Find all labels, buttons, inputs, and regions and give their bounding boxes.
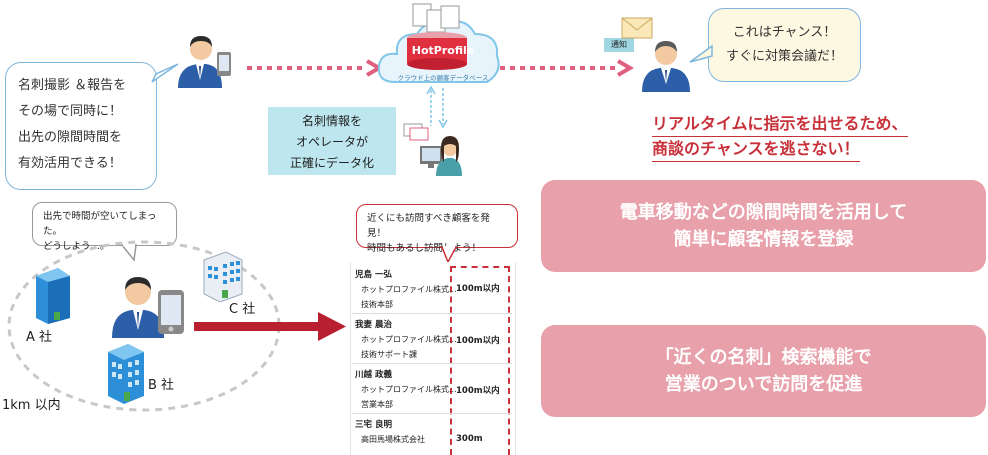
feature-box-nearby-search: 「近くの名刺」検索機能で 営業のついで訪問を促進 bbox=[541, 325, 986, 417]
operator-line-1: 名刺情報を bbox=[301, 114, 362, 128]
list-item[interactable]: 児島 一弘 ホットプロファイル株式... 技術本部 bbox=[355, 268, 505, 310]
salesman-with-phone-icon bbox=[178, 36, 231, 88]
operator-info-box: 名刺情報を オペレータが 正確にデータ化 bbox=[268, 107, 396, 175]
notify-label: 通知 bbox=[604, 38, 634, 52]
contact-company: ホットプロファイル株式... bbox=[361, 285, 457, 294]
contact-name: 三宅 良明 bbox=[355, 420, 392, 430]
realtime-line-1: リアルタイムに指示を出せるため、 bbox=[652, 112, 908, 137]
red-bubble-tail bbox=[440, 246, 458, 264]
right-bubble-line-1: これはチャンス！ bbox=[732, 25, 837, 40]
red-bubble-line-2: 時間もあるし訪問しよう！ bbox=[367, 243, 482, 254]
realtime-message: リアルタイムに指示を出せるため、 商談のチャンスを逃さない！ bbox=[652, 112, 908, 162]
red-bubble-line-1: 近くにも訪問すべき顧客を発見！ bbox=[367, 213, 490, 239]
contact-distance: 100m以内 bbox=[456, 386, 500, 396]
left-bubble-tail bbox=[151, 63, 179, 83]
list-separator bbox=[352, 363, 512, 364]
company-c-label: C 社 bbox=[229, 302, 256, 317]
contact-distance: 300m bbox=[456, 434, 483, 444]
contact-distance: 100m以内 bbox=[456, 284, 500, 294]
contact-name: 我妻 晨治 bbox=[355, 320, 392, 330]
contact-name: 川越 政義 bbox=[355, 370, 392, 380]
red-speech-bubble: 近くにも訪問すべき顧客を発見！ 時間もあるし訪問しよう！ bbox=[356, 204, 518, 254]
envelope-icon bbox=[621, 17, 653, 39]
dotted-arrow-upload bbox=[247, 59, 383, 77]
building-c-icon bbox=[203, 251, 243, 302]
right-bubble-tail bbox=[689, 44, 713, 63]
list-item[interactable]: 我妻 晨治 ホットプロファイル株式... 技術サポート課 bbox=[355, 318, 505, 360]
right-bubble-line-2: すぐに対策会議だ！ bbox=[725, 49, 843, 64]
right-speech-bubble: これはチャンス！ すぐに対策会議だ！ bbox=[708, 8, 861, 82]
gray-bubble-tail bbox=[120, 244, 137, 262]
building-a-icon bbox=[36, 268, 70, 324]
list-separator bbox=[352, 313, 512, 314]
feature-1-line-2: 簡単に顧客情報を登録 bbox=[673, 229, 854, 250]
operator-line-2: オペレータが bbox=[295, 135, 368, 149]
contact-company: ホットプロファイル株式... bbox=[361, 335, 457, 344]
nearby-card-list bbox=[350, 262, 516, 455]
contact-dept: 技術サポート課 bbox=[361, 350, 417, 359]
cloud-database-icon bbox=[377, 3, 500, 83]
building-b-icon bbox=[108, 344, 144, 404]
cloud-logo: HotProfile bbox=[411, 44, 475, 57]
cloud-caption: クラウド上の顧客データベース bbox=[397, 74, 489, 82]
left-bubble-line-4: 有効活用できる！ bbox=[18, 156, 122, 171]
radius-label: 1km 以内 bbox=[2, 398, 61, 413]
left-bubble-line-2: その場で同時に！ bbox=[18, 104, 123, 119]
big-red-arrow bbox=[194, 312, 346, 341]
list-item[interactable]: 三宅 良明 高田馬場株式会社 bbox=[355, 418, 505, 445]
contact-name: 児島 一弘 bbox=[355, 270, 392, 280]
company-b-label: B 社 bbox=[148, 378, 175, 393]
dotted-arrow-notify bbox=[500, 59, 634, 77]
feature-2-line-1: 「近くの名刺」検索機能で bbox=[655, 347, 872, 368]
feature-2-line-2: 営業のついで訪問を促進 bbox=[664, 374, 863, 395]
gray-bubble-line-2: どうしよう…。 bbox=[43, 241, 110, 252]
center-salesman-icon bbox=[112, 277, 184, 338]
operator-line-3: 正確にデータ化 bbox=[289, 156, 374, 170]
list-separator bbox=[352, 413, 512, 414]
left-speech-bubble: 名刺撮影 ＆報告を その場で同時に！ 出先の隙間時間を 有効活用できる！ bbox=[5, 62, 157, 190]
company-a-label: A 社 bbox=[26, 330, 53, 345]
manager-icon bbox=[642, 41, 690, 92]
distance-highlight bbox=[450, 266, 510, 455]
contact-dept: 営業本部 bbox=[361, 400, 393, 409]
contact-distance: 100m以内 bbox=[456, 336, 500, 346]
operator-at-computer-icon bbox=[403, 123, 462, 176]
sync-arrows-icon bbox=[426, 85, 448, 129]
list-item[interactable]: 川越 政義 ホットプロファイル株式... 営業本部 bbox=[355, 368, 505, 410]
left-bubble-line-3: 出先の隙間時間を bbox=[18, 130, 123, 145]
left-bubble-line-1: 名刺撮影 ＆報告を bbox=[18, 78, 127, 93]
feature-box-idle-time: 電車移動などの隙間時間を活用して 簡単に顧客情報を登録 bbox=[541, 180, 986, 272]
contact-company: 高田馬場株式会社 bbox=[361, 435, 425, 444]
feature-1-line-1: 電車移動などの隙間時間を活用して bbox=[619, 202, 908, 223]
realtime-line-2: 商談のチャンスを逃さない！ bbox=[652, 137, 860, 162]
gray-bubble-line-1: 出先で時間が空いてしまった。 bbox=[43, 211, 157, 237]
contact-company: ホットプロファイル株式... bbox=[361, 385, 457, 394]
contact-dept: 技術本部 bbox=[361, 300, 393, 309]
